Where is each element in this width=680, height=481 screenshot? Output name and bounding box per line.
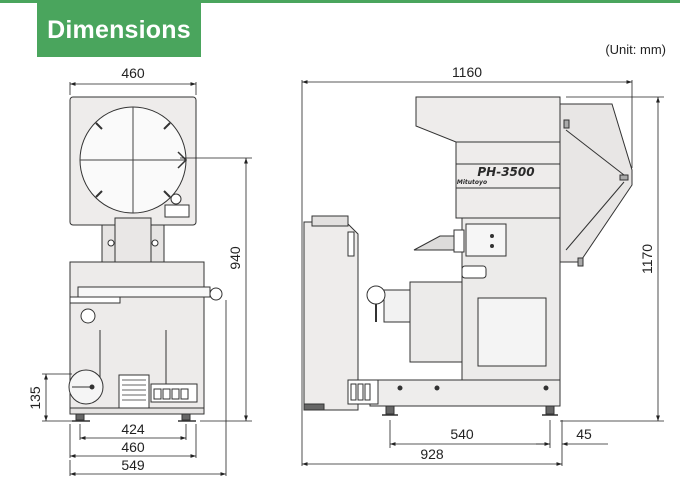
dim-front-base-height: 135	[27, 386, 43, 410]
dim-side-overall-length: 1160	[452, 64, 482, 80]
front-stage	[77, 286, 211, 298]
side-view	[303, 96, 633, 416]
dim-front-feet-span: 424	[121, 421, 145, 437]
side-dimension-lines	[301, 80, 664, 466]
side-head	[455, 141, 561, 189]
front-view	[68, 96, 223, 422]
dim-side-foot-offset: 45	[576, 426, 592, 442]
dim-side-overall-height: 1170	[639, 244, 655, 274]
side-panel	[477, 297, 547, 367]
stage-knob	[209, 287, 223, 301]
unit-note: (Unit: mm)	[605, 42, 666, 57]
side-screen-housing	[559, 103, 633, 263]
page-title: Dimensions	[37, 3, 201, 57]
side-stage-knob	[366, 285, 386, 305]
dim-side-base-length: 928	[420, 446, 444, 462]
dim-side-feet-span: 540	[450, 426, 474, 442]
dim-front-height: 940	[227, 246, 243, 270]
brand-label: Mitutoyo	[457, 179, 487, 186]
front-dimension-lines	[42, 82, 252, 476]
side-base	[369, 379, 561, 407]
dim-front-width-top: 460	[121, 65, 145, 81]
side-hood	[415, 96, 561, 143]
model-label: PH-3500	[477, 165, 534, 179]
dim-front-base-width: 460	[121, 439, 145, 455]
front-base	[69, 407, 205, 415]
dim-front-overall-width: 549	[121, 457, 145, 473]
header-accent-bar	[0, 0, 680, 3]
